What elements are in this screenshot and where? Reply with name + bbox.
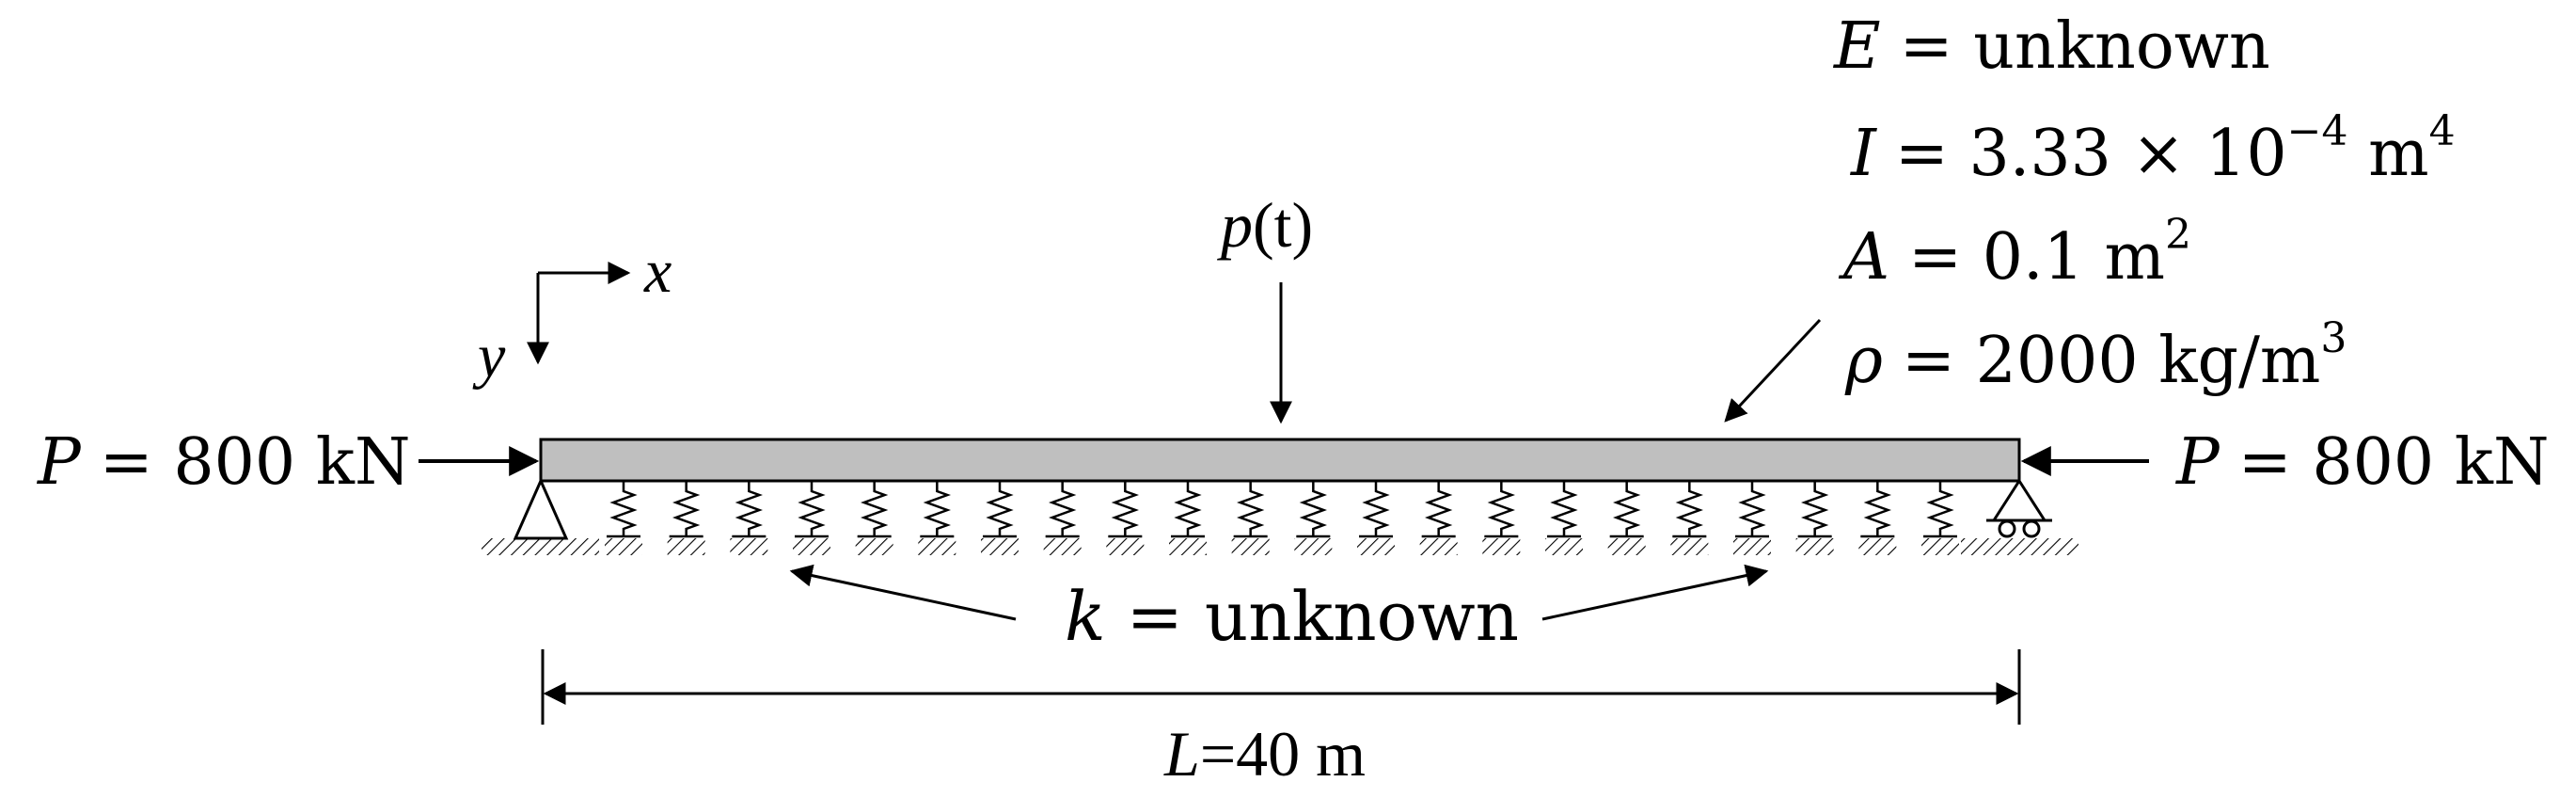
property-E-symbol: E	[1832, 9, 1881, 84]
spring	[1858, 481, 1897, 555]
spring-label: k = unknown	[789, 564, 1769, 656]
spring-foundation	[605, 481, 1959, 555]
load-symbol: p	[1217, 189, 1253, 261]
property-A-value: = 0.1 m	[1908, 220, 2165, 295]
property-A-unit-exponent: 2	[2165, 211, 2191, 259]
length-dimension: L=40 m	[541, 649, 2021, 790]
spring	[855, 481, 893, 555]
svg-text:P= 800 kN: P= 800 kN	[2174, 425, 2549, 500]
spring-value: = unknown	[1127, 577, 1519, 656]
svg-text:P= 800 kN: P= 800 kN	[36, 425, 410, 500]
axial-left-value: = 800 kN	[100, 425, 411, 500]
ground	[482, 538, 2078, 555]
spring	[1921, 481, 1959, 555]
spring	[793, 481, 830, 555]
property-E-value: = unknown	[1900, 9, 2270, 84]
axial-right-symbol: P	[2174, 425, 2220, 500]
property-I-symbol: I	[1849, 117, 1877, 191]
spring	[1357, 481, 1395, 555]
spring	[1294, 481, 1333, 555]
svg-text:k= unknown: k = unknown	[1065, 577, 1519, 656]
beam	[539, 438, 2021, 483]
spring	[1795, 481, 1834, 555]
svg-text:E= unknown: E = unknown	[1832, 9, 2270, 84]
svg-text:p(t): p(t)	[1217, 189, 1313, 261]
spring-pointer-left	[789, 564, 1017, 621]
load-p: p(t)	[1217, 189, 1313, 424]
svg-text:L=40 m: L=40 m	[1163, 718, 1366, 790]
property-I-exponent: −4	[2287, 107, 2348, 155]
property-I-value: = 3.33 × 10	[1895, 117, 2287, 191]
ground-hatch	[1961, 538, 2078, 555]
axial-load-right: P= 800 kN	[2020, 425, 2549, 500]
y-axis-label: y	[472, 322, 506, 391]
spring	[1670, 481, 1709, 555]
property-I-unit-exponent: 4	[2429, 107, 2456, 155]
x-axis-label: x	[643, 237, 672, 306]
spring	[1482, 481, 1521, 555]
spring	[918, 481, 956, 555]
property-A: A = 0.1 m2	[1838, 211, 2191, 295]
coordinate-axes: x y	[472, 237, 672, 391]
svg-text:ρ= 2000 kg/m3: ρ = 2000 kg/m3	[1844, 314, 2347, 398]
spring	[1106, 481, 1145, 555]
spring	[605, 481, 642, 555]
spring-pointer-right	[1541, 564, 1769, 621]
axial-right-value: = 800 kN	[2238, 425, 2550, 500]
spring	[1607, 481, 1646, 555]
property-rho: ρ = 2000 kg/m3	[1844, 314, 2347, 398]
spring	[1043, 481, 1082, 555]
property-rho-unit-exponent: 3	[2320, 314, 2347, 362]
spring	[1545, 481, 1583, 555]
load-argument: (t)	[1253, 189, 1313, 261]
spring	[1419, 481, 1458, 555]
pin-support-left	[513, 477, 569, 540]
property-I: I= 3.33 × 10−4 m4	[1849, 107, 2456, 191]
property-pointer-arrow	[1724, 318, 1822, 423]
axial-load-left: P= 800 kN	[36, 425, 540, 500]
svg-text:A= 0.1 m2: A = 0.1 m2	[1838, 211, 2191, 295]
length-value: =40 m	[1200, 718, 1366, 790]
property-rho-symbol: ρ	[1844, 324, 1883, 398]
spring	[981, 481, 1019, 555]
roller-support-right	[1986, 478, 2052, 538]
length-symbol: L	[1163, 718, 1200, 790]
spring-symbol: k	[1065, 577, 1106, 656]
spring	[667, 481, 705, 555]
property-A-symbol: A	[1838, 220, 1889, 295]
spring	[730, 481, 768, 555]
property-I-unit: m	[2347, 117, 2428, 191]
ground-hatch	[482, 538, 599, 555]
svg-text:I= 3.33 × 10−4 m4: I= 3.33 × 10−4 m4	[1849, 107, 2456, 191]
spring	[1169, 481, 1207, 555]
axial-left-symbol: P	[36, 425, 82, 500]
property-E: E = unknown	[1832, 9, 2270, 84]
property-rho-value: = 2000 kg/m	[1902, 324, 2320, 398]
spring	[1733, 481, 1771, 555]
spring	[1231, 481, 1270, 555]
